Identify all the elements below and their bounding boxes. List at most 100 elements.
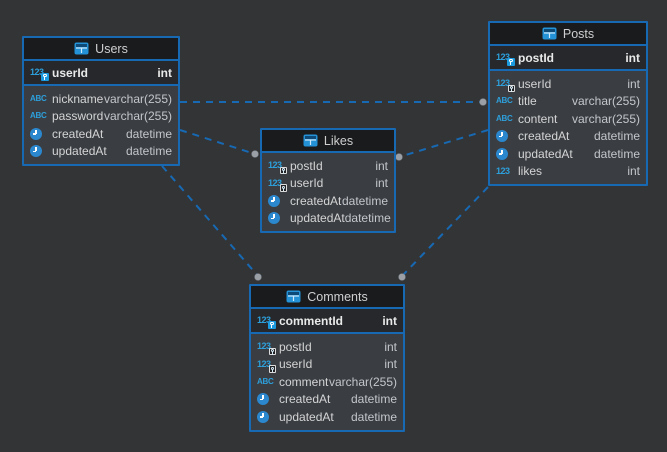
column-type: int — [375, 176, 388, 191]
column-row[interactable]: updatedAt datetime — [262, 210, 394, 228]
column-name: userId — [518, 76, 552, 91]
column-name: createdAt — [52, 126, 104, 141]
column-type: int — [625, 50, 640, 65]
column-row[interactable]: 123 likes int — [490, 163, 646, 181]
column-name: title — [518, 94, 537, 109]
clock-icon — [268, 212, 288, 225]
foreign-key-badge — [268, 365, 276, 373]
relation-endpoint-dot[interactable] — [251, 150, 259, 158]
relation-users-comments[interactable] — [161, 165, 259, 277]
column-name: postId — [518, 50, 554, 65]
text-icon: ABC — [30, 111, 47, 121]
number-icon: 123 — [257, 359, 277, 373]
table-posts[interactable]: Posts 123 postId int 123 userId int ABC … — [488, 21, 648, 186]
clock-icon — [257, 410, 277, 423]
column-type: datetime — [344, 211, 391, 226]
table-likes[interactable]: Likes 123 postId int 123 userId int crea… — [260, 128, 396, 233]
column-row[interactable]: updatedAt datetime — [490, 145, 646, 163]
clock-icon — [30, 145, 50, 158]
number-icon: 123 — [496, 53, 516, 66]
column-name: createdAt — [279, 392, 331, 407]
column-row[interactable]: 123 postId int — [251, 338, 403, 356]
column-name: postId — [290, 158, 323, 173]
column-row[interactable]: 123 userId int — [262, 175, 394, 193]
column-row[interactable]: ABC comment varchar(255) — [251, 373, 403, 391]
column-row[interactable]: createdAt datetime — [251, 391, 403, 409]
column-name: updatedAt — [518, 146, 573, 161]
column-type: datetime — [593, 129, 640, 144]
number-icon: 123 — [268, 178, 288, 192]
table-comments[interactable]: Comments 123 commentId int 123 postId in… — [249, 284, 405, 432]
number-icon: 123 — [496, 79, 516, 93]
foreign-key-badge — [279, 184, 287, 192]
column-type: datetime — [341, 193, 388, 208]
text-icon: ABC — [30, 93, 47, 103]
number-icon: 123 — [268, 161, 288, 175]
column-row[interactable]: updatedAt datetime — [24, 143, 178, 161]
text-icon: ABC — [496, 113, 513, 123]
table-header[interactable]: Posts — [490, 23, 646, 46]
column-name: createdAt — [290, 193, 342, 208]
column-row[interactable]: 123 postId int — [262, 157, 394, 175]
table-header[interactable]: Likes — [262, 130, 394, 153]
column-type: int — [382, 313, 397, 328]
foreign-key-badge — [279, 166, 287, 175]
column-row[interactable]: ABC content varchar(255) — [490, 110, 646, 128]
column-row[interactable]: 123 commentId int — [251, 309, 403, 334]
column-name: userId — [52, 65, 89, 80]
relation-endpoint-dot[interactable] — [395, 153, 403, 161]
column-row[interactable]: createdAt datetime — [490, 128, 646, 146]
column-name: updatedAt — [290, 211, 345, 226]
column-name: updatedAt — [279, 409, 334, 424]
column-row[interactable]: updatedAt datetime — [251, 408, 403, 426]
relation-endpoint-dot[interactable] — [254, 273, 262, 281]
table-title: Posts — [562, 26, 595, 41]
table-title: Likes — [323, 133, 354, 148]
relation-endpoint-dot[interactable] — [479, 98, 487, 106]
column-name: createdAt — [518, 129, 570, 144]
column-row[interactable]: 123 userId int — [490, 75, 646, 93]
table-users[interactable]: Users 123 userId int ABC nickname varcha… — [22, 36, 180, 166]
foreign-key-badge — [507, 84, 515, 93]
column-row[interactable]: createdAt datetime — [24, 125, 178, 143]
column-type: int — [627, 76, 640, 91]
column-name: updatedAt — [52, 144, 107, 159]
column-row[interactable]: 123 userId int — [24, 61, 178, 86]
number-icon: 123 — [257, 316, 277, 329]
column-row[interactable]: ABC password varchar(255) — [24, 108, 178, 126]
column-row[interactable]: ABC nickname varchar(255) — [24, 90, 178, 108]
clock-icon — [496, 130, 516, 143]
table-header[interactable]: Comments — [251, 286, 403, 309]
column-type: datetime — [125, 126, 172, 141]
foreign-key-badge — [268, 347, 276, 356]
column-name: nickname — [52, 91, 104, 106]
clock-icon — [30, 127, 50, 140]
column-name: content — [518, 111, 558, 126]
relation-posts-comments[interactable] — [401, 186, 489, 277]
relation-endpoint-dot[interactable] — [398, 273, 406, 281]
column-type: datetime — [593, 146, 640, 161]
column-type: varchar(255) — [103, 109, 172, 124]
column-type: datetime — [350, 392, 397, 407]
text-icon: ABC — [496, 96, 513, 106]
primary-key-badge — [41, 73, 49, 81]
column-row[interactable]: ABC title varchar(255) — [490, 93, 646, 111]
column-name: userId — [279, 357, 313, 372]
table-header[interactable]: Users — [24, 38, 178, 61]
column-row[interactable]: 123 userId int — [251, 356, 403, 374]
primary-key-badge — [507, 58, 515, 66]
column-name: commentId — [279, 313, 344, 328]
column-type: varchar(255) — [328, 374, 397, 389]
clock-icon — [496, 147, 516, 160]
relation-users-likes[interactable] — [179, 129, 256, 155]
table-icon — [74, 42, 89, 55]
table-title: Users — [95, 41, 128, 56]
column-type: datetime — [350, 409, 397, 424]
primary-key-badge — [268, 321, 276, 329]
column-row[interactable]: 123 postId int — [490, 46, 646, 71]
column-row[interactable]: createdAt datetime — [262, 192, 394, 210]
relation-posts-likes[interactable] — [398, 129, 489, 158]
table-icon — [303, 134, 318, 147]
